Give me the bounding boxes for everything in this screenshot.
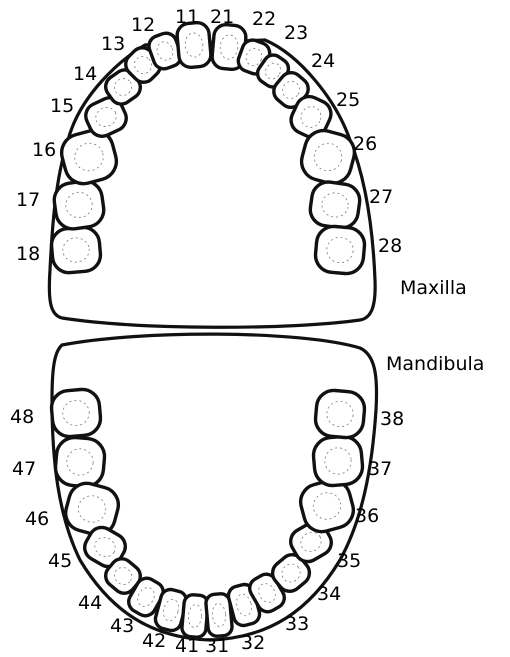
lower-tooth-48: [50, 388, 102, 438]
tooth-number-32: 32: [241, 632, 265, 654]
tooth-number-16: 16: [32, 139, 56, 161]
tooth-number-36: 36: [355, 505, 379, 527]
tooth-number-17: 17: [16, 189, 40, 211]
tooth-number-12: 12: [131, 14, 155, 36]
tooth-number-48: 48: [10, 406, 34, 428]
tooth-number-42: 42: [142, 630, 166, 652]
tooth-number-15: 15: [50, 95, 74, 117]
tooth-number-13: 13: [101, 33, 125, 55]
tooth-number-38: 38: [380, 408, 404, 430]
tooth-number-46: 46: [25, 508, 49, 530]
tooth-number-45: 45: [48, 550, 72, 572]
tooth-number-35: 35: [337, 550, 361, 572]
tooth-number-44: 44: [78, 592, 102, 614]
tooth-number-26: 26: [353, 133, 377, 155]
tooth-number-22: 22: [252, 8, 276, 30]
tooth-number-21: 21: [210, 6, 234, 28]
lower-tooth-38: [314, 389, 366, 439]
tooth-number-14: 14: [73, 63, 97, 85]
upper-tooth-11: [176, 22, 212, 69]
tooth-number-43: 43: [110, 615, 134, 637]
upper-tooth-27: [308, 180, 362, 230]
upper-tooth-28: [314, 225, 366, 275]
tooth-number-25: 25: [336, 89, 360, 111]
tooth-number-27: 27: [369, 186, 393, 208]
mandibula-label: Mandibula: [386, 353, 484, 375]
tooth-number-24: 24: [311, 50, 335, 72]
tooth-number-11: 11: [175, 6, 199, 28]
upper-tooth-18: [50, 226, 102, 274]
lower-tooth-37: [312, 435, 364, 487]
tooth-number-37: 37: [368, 458, 392, 480]
tooth-number-33: 33: [285, 613, 309, 635]
tooth-number-31: 31: [205, 635, 229, 657]
tooth-number-41: 41: [175, 635, 199, 657]
tooth-number-34: 34: [317, 583, 341, 605]
maxilla-label: Maxilla: [400, 277, 467, 299]
tooth-number-28: 28: [378, 235, 402, 257]
tooth-number-18: 18: [16, 243, 40, 265]
tooth-number-47: 47: [12, 458, 36, 480]
lower-tooth-47: [54, 436, 106, 488]
tooth-number-23: 23: [284, 22, 308, 44]
upper-tooth-17: [52, 179, 106, 231]
